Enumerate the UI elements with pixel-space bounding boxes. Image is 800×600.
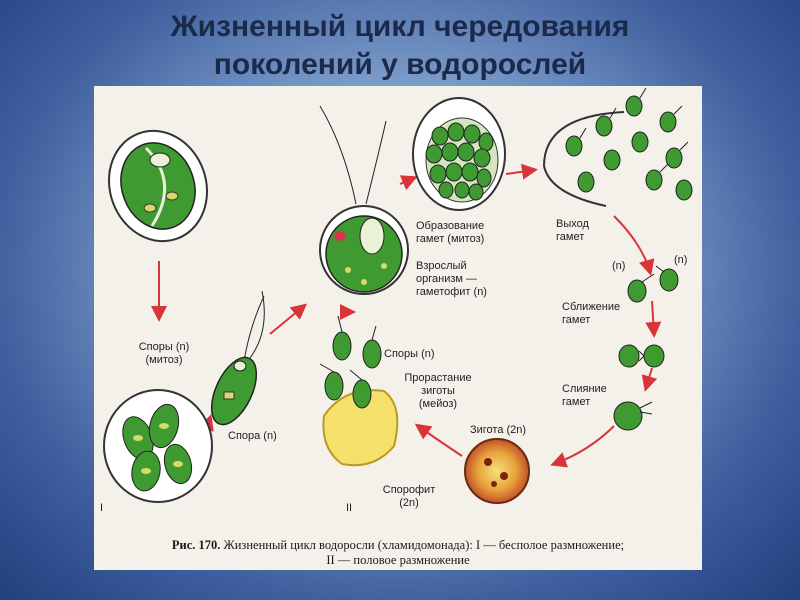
label-spores-mitosis-line1: Споры (n) [138, 341, 190, 353]
label-spore-text: Спора (n) [228, 430, 277, 442]
label-spores-mitosis: Споры (n) (митоз) [124, 341, 204, 367]
caption-line-1: Рис. 170. Жизненный цикл водоросли (хлам… [94, 538, 702, 553]
label-gamete-formation: Образование гамет (митоз) [416, 220, 484, 246]
label-spores-right: Споры (n) [384, 348, 435, 361]
label-adult-line2: организм — [416, 273, 478, 285]
label-adult-line3: гаметофит (n) [416, 286, 487, 298]
label-gamete-formation-line2: гамет (митоз) [416, 233, 485, 245]
label-adult-line1: Взрослый [416, 260, 467, 272]
label-gamete-approach: Сближение гамет [562, 301, 620, 327]
label-adult-gametophyte: Взрослый организм — гаметофит (n) [416, 260, 487, 299]
label-germination: Прорастание зиготы (мейоз) [398, 372, 478, 411]
roman-numeral-1-text: I [100, 502, 104, 514]
label-gamete-release-line1: Выход [556, 218, 589, 230]
fused-pair [613, 401, 653, 431]
approaching-gametes [627, 265, 679, 303]
label-fusion-line2: гамет [562, 396, 591, 408]
life-cycle-illustration [103, 87, 693, 504]
label-sporophyte-line2: (2n) [399, 497, 419, 509]
title-line-2: поколений у водорослей [213, 48, 587, 81]
label-n-left: (n) [612, 260, 625, 273]
label-gamete-fusion: Слияние гамет [562, 383, 607, 409]
label-zygote: Зигота (2n) [470, 424, 526, 437]
label-n-right: (n) [674, 254, 687, 267]
zoospore [210, 290, 265, 426]
released-gametes [542, 87, 693, 207]
caption-line-2: II — половое размножение [326, 553, 470, 567]
label-spore: Спора (n) [228, 430, 277, 443]
label-zygote-text: Зигота (2n) [470, 424, 527, 436]
caption-prefix: Рис. 170. [171, 538, 221, 552]
label-n-left-text: (n) [612, 260, 626, 272]
title-line-1: Жизненный цикл чередования [170, 10, 630, 43]
label-spores-mitosis-line2: (митоз) [145, 354, 183, 366]
mother-cell-top [107, 129, 209, 243]
label-spores-right-text: Споры (n) [384, 348, 435, 360]
roman-numeral-1: I [100, 502, 103, 515]
fusing-gametes [618, 344, 665, 368]
figure-caption: Рис. 170. Жизненный цикл водоросли (хлам… [94, 538, 702, 568]
label-approach-line1: Сближение [562, 301, 621, 313]
label-gamete-release-line2: гамет [556, 231, 585, 243]
label-sporophyte-line1: Спорофит [382, 484, 436, 496]
cycle-arrows [151, 163, 662, 468]
label-germination-line1: Прорастание [404, 372, 472, 384]
caption-line-1-text: Жизненный цикл водоросли (хламидомонада)… [220, 538, 625, 552]
label-fusion-line1: Слияние [562, 383, 607, 395]
label-gamete-formation-line1: Образование [416, 220, 485, 232]
roman-numeral-2: II [346, 502, 352, 515]
slide-title: Жизненный цикл чередования поколений у в… [0, 8, 800, 84]
label-germination-line3: (мейоз) [418, 398, 458, 410]
label-sporophyte: Спорофит (2n) [374, 484, 444, 510]
label-approach-line2: гамет [562, 314, 591, 326]
roman-numeral-2-text: II [346, 502, 353, 514]
zygote-germination [319, 315, 399, 467]
label-n-right-text: (n) [674, 254, 688, 266]
adult-gametophyte [319, 105, 409, 295]
life-cycle-figure: Споры (n) (митоз) Спора (n) Образование … [94, 86, 702, 570]
gametangium [412, 97, 506, 211]
sporangium-cell [103, 389, 213, 503]
label-gamete-release: Выход гамет [556, 218, 589, 244]
label-germination-line2: зиготы [421, 385, 455, 397]
zygote [464, 438, 530, 504]
